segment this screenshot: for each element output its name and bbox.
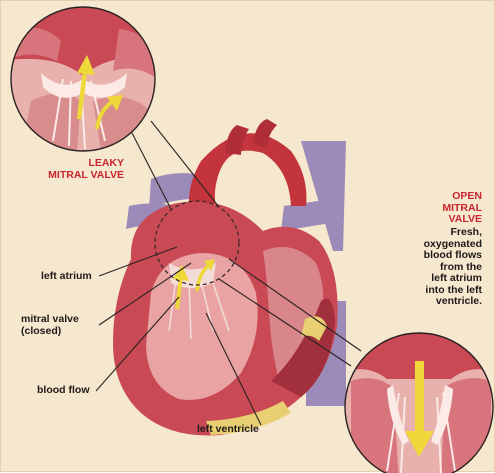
left-atrium-label: left atrium bbox=[41, 271, 92, 283]
heart-body bbox=[113, 202, 338, 436]
mitral-valve-label: mitral valve (closed) bbox=[21, 314, 79, 337]
open-valve-description: Fresh, oxygenated blood flows from the l… bbox=[424, 227, 482, 308]
blood-flow-label: blood flow bbox=[37, 385, 90, 397]
left-ventricle-label: left ventricle bbox=[197, 424, 259, 436]
open-valve-inset bbox=[341, 331, 495, 473]
leaky-valve-inset bbox=[1, 1, 171, 171]
leaky-valve-title: LEAKY MITRAL VALVE bbox=[48, 158, 124, 181]
open-valve-title: OPEN MITRAL VALVE bbox=[442, 191, 482, 226]
